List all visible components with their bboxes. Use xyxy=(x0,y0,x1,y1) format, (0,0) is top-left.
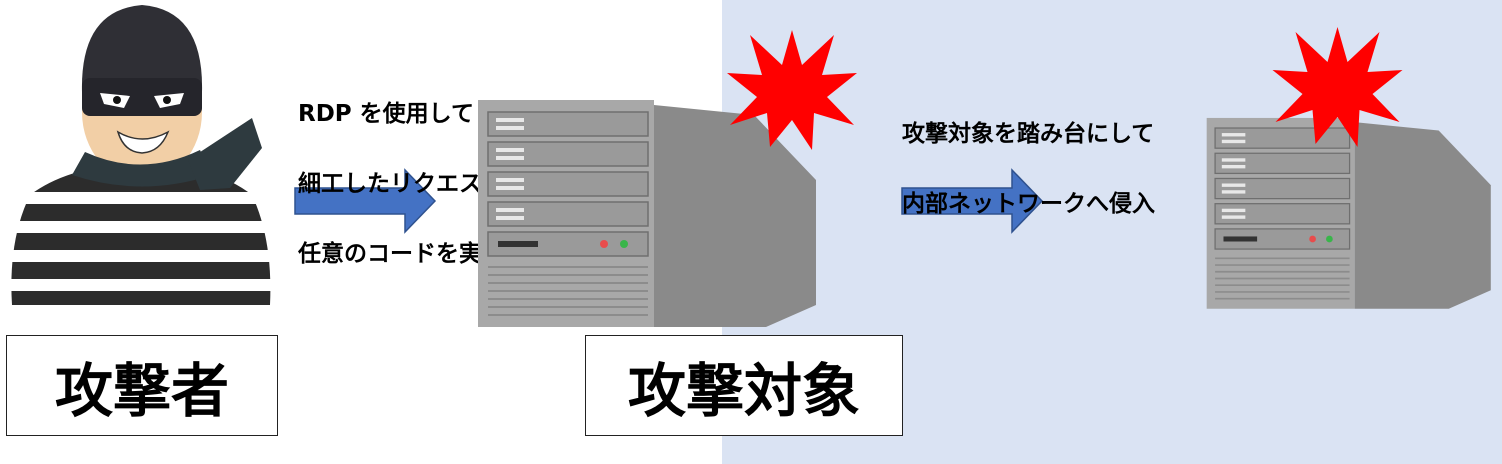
attacker-thief-illustration xyxy=(10,5,275,305)
step1-caption: RDP を使用して 細工したリクエストを送信し 任意のコードを実行 xyxy=(298,62,597,307)
target-server-icon xyxy=(478,100,816,327)
step1-arrow xyxy=(294,168,437,234)
step1-line-1: RDP を使用して xyxy=(298,101,474,127)
internal-burst-icon xyxy=(1272,27,1403,147)
step1-line-3: 任意のコードを実行 xyxy=(298,241,505,267)
step2-caption: 攻撃対象を踏み台にして 内部ネットワークへ侵入 xyxy=(902,82,1155,257)
step2-line-2: 内部ネットワークへ侵入 xyxy=(902,191,1155,217)
internal-server-icon xyxy=(1206,117,1491,309)
step2-arrow xyxy=(901,168,1044,234)
target-label: 攻撃対象 xyxy=(585,335,903,436)
attacker-label: 攻撃者 xyxy=(6,335,278,436)
step2-line-1: 攻撃対象を踏み台にして xyxy=(902,121,1155,147)
compromise-burst-icon xyxy=(727,30,857,150)
